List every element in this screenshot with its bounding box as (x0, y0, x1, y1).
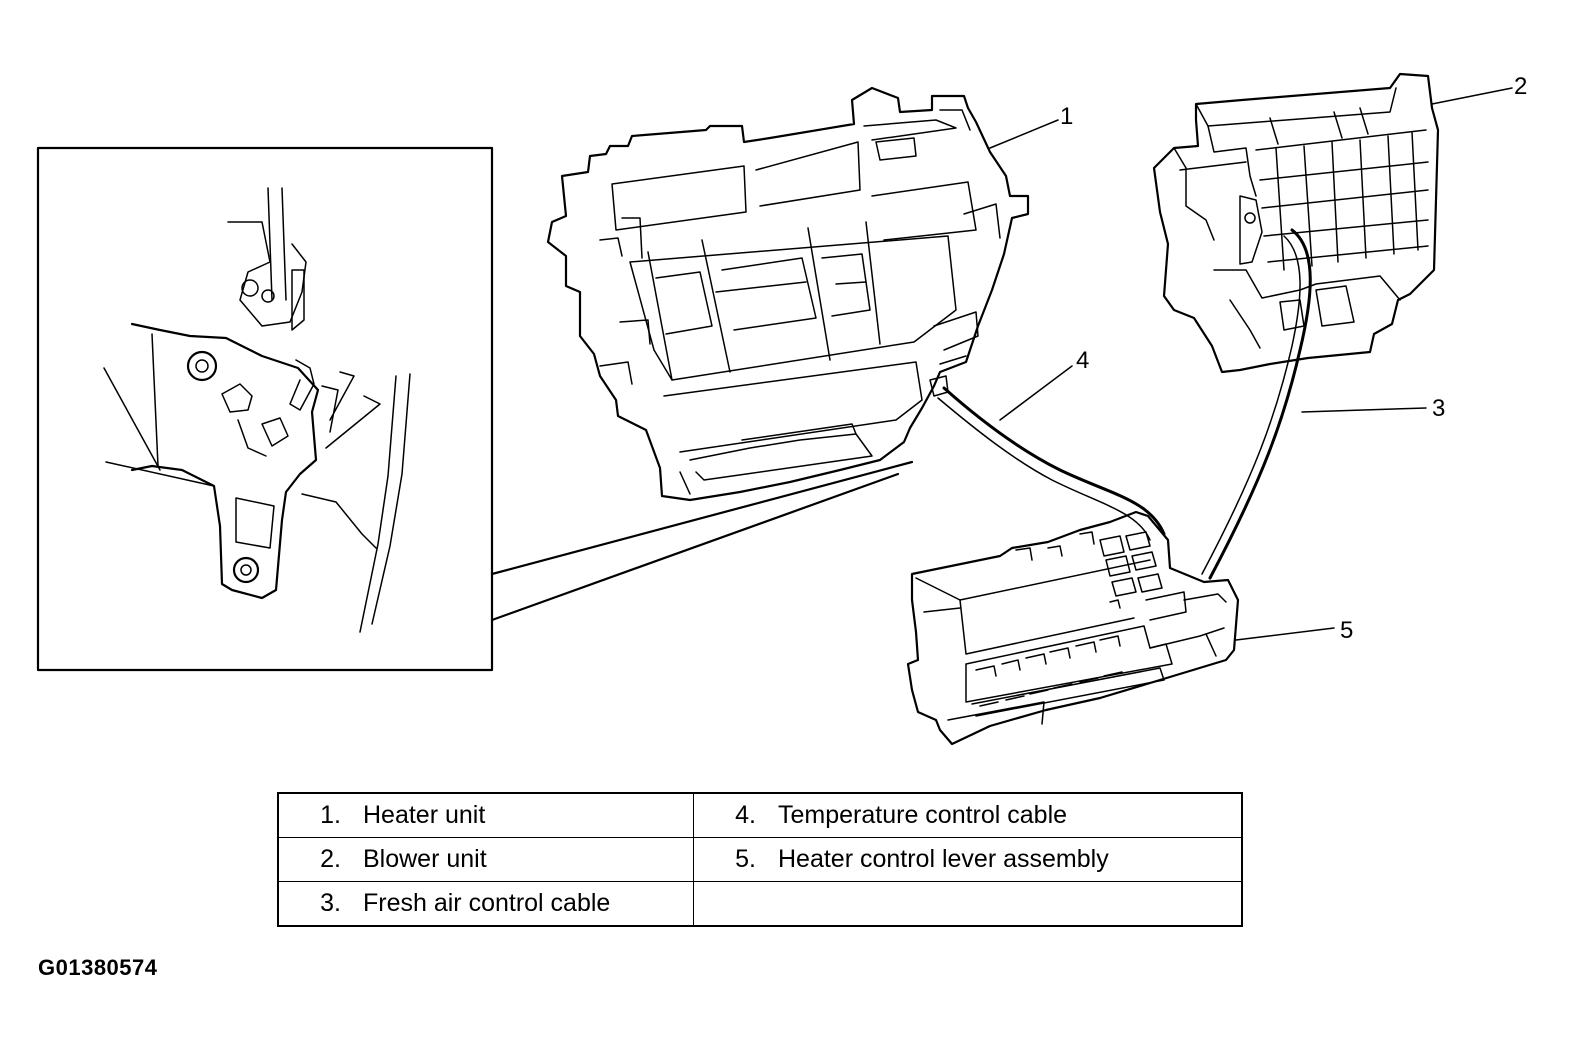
fresh-air-control-cable (1201, 228, 1312, 580)
legend-cell: 5. Heater control lever assembly (693, 837, 1243, 882)
heater-control-lever-assembly (906, 510, 1240, 746)
legend-cell: 4. Temperature control cable (693, 792, 1243, 838)
legend-number: 2. (320, 845, 341, 873)
temperature-control-cable (937, 386, 1166, 541)
legend-row: 3. Fresh air control cable (277, 881, 1243, 927)
detail-inset (36, 146, 494, 672)
legend-cell: 3. Fresh air control cable (277, 881, 694, 927)
legend-row: 1. Heater unit 4. Temperature control cabl… (277, 792, 1243, 838)
legend-cell: 2. Blower unit (277, 837, 694, 882)
legend-number: 4. (735, 801, 756, 829)
legend-cell-empty (693, 881, 1243, 927)
legend-label: Heater control lever assembly (778, 845, 1109, 873)
legend-number: 5. (735, 845, 756, 873)
callout-2: 2 (1514, 73, 1527, 100)
callout-4: 4 (1076, 347, 1089, 374)
legend-label: Blower unit (363, 845, 487, 873)
callout-1: 1 (1060, 103, 1073, 130)
figure-code: G01380574 (38, 955, 158, 980)
legend-number: 3. (320, 889, 341, 917)
legend-row: 2. Blower unit 5. Heater control lever ass… (277, 837, 1243, 882)
legend-table: 1. Heater unit 4. Temperature control cabl… (277, 792, 1243, 927)
legend-label: Temperature control cable (778, 801, 1068, 829)
callout-3: 3 (1432, 395, 1445, 422)
legend-label: Fresh air control cable (363, 889, 611, 917)
legend-label: Heater unit (363, 801, 486, 829)
heater-unit (546, 86, 1030, 502)
inset-leader-top (490, 460, 914, 576)
inset-leader-bottom (490, 472, 900, 622)
callout-leaders (989, 87, 1513, 641)
legend-cell: 1. Heater unit (277, 792, 694, 838)
legend-number: 1. (320, 801, 341, 829)
callout-5: 5 (1340, 617, 1353, 644)
